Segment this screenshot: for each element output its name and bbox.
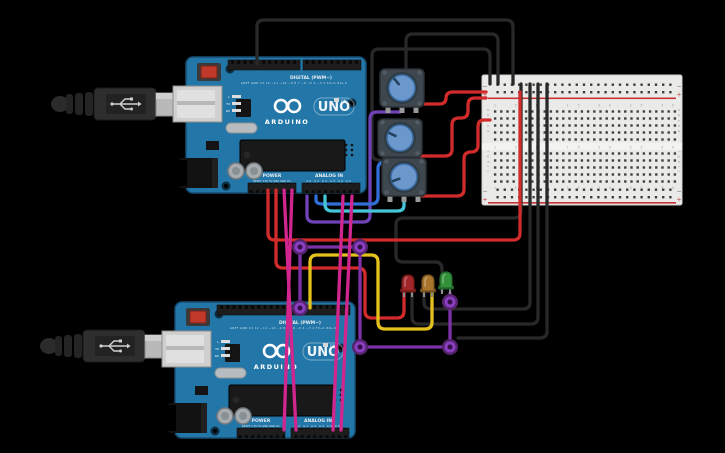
wire-red-led-feed[interactable] <box>274 188 406 320</box>
pot-notch <box>392 77 401 86</box>
wire-junction[interactable] <box>292 239 308 255</box>
potentiometer-3[interactable] <box>381 157 427 202</box>
wire-link-4[interactable] <box>339 194 354 432</box>
svg-text:−: − <box>482 83 487 90</box>
pot-screw <box>417 70 422 75</box>
arduino-uno-2[interactable] <box>160 300 357 440</box>
pot-leg <box>415 196 421 202</box>
wire-rail-drop-3[interactable] <box>410 82 540 326</box>
wires-layer <box>255 18 549 432</box>
pot-screw <box>417 101 422 106</box>
wire-pot2-wiper[interactable] <box>314 160 402 206</box>
pot-screw <box>419 159 424 164</box>
pot-leg <box>387 196 393 202</box>
pot-screw <box>384 190 389 195</box>
wire-rail-drop-2[interactable] <box>422 82 532 311</box>
row-letters-bottom-left: fghij <box>486 151 490 175</box>
terminal-block-top <box>492 108 678 143</box>
pot-screw <box>380 151 385 156</box>
led-body <box>439 271 453 289</box>
wire-junction[interactable] <box>442 294 458 310</box>
pot-leg <box>413 107 419 113</box>
bottom-rail-line <box>488 202 676 204</box>
svg-text:−: − <box>482 188 487 195</box>
terminal-block-bottom <box>492 150 678 185</box>
wire-junction[interactable] <box>442 339 458 355</box>
led-green[interactable] <box>438 271 454 294</box>
wire-gnd-arc-3[interactable] <box>370 47 492 162</box>
pot-screw <box>380 120 385 125</box>
pot-leg <box>385 107 391 113</box>
junctions-layer <box>292 239 458 355</box>
arduino-uno-1[interactable] <box>171 55 368 195</box>
row-letters-top-left: abcde <box>486 109 490 136</box>
wire-gnd-arc-2[interactable] <box>404 32 500 86</box>
pot-knob[interactable] <box>390 163 418 191</box>
svg-text:+: + <box>482 92 487 99</box>
svg-text:+: + <box>482 197 487 204</box>
pot-notch <box>391 177 401 183</box>
pot-leg <box>399 107 405 113</box>
leds-layer <box>400 271 454 297</box>
led-body <box>421 274 435 292</box>
pot-screw <box>419 190 424 195</box>
wire-link-1[interactable] <box>282 188 298 432</box>
led-orange[interactable] <box>420 274 436 297</box>
pot-screw <box>415 120 420 125</box>
wire-pot1-vcc[interactable] <box>418 90 488 106</box>
pot-screw <box>384 159 389 164</box>
wire-link-3[interactable] <box>331 194 345 432</box>
top-rail-line <box>488 97 676 100</box>
rail-markers: − + − + − + − + <box>482 83 681 204</box>
led-highlight <box>424 276 428 287</box>
wire-link-2[interactable] <box>282 188 294 432</box>
pot-screw <box>415 151 420 156</box>
row-letters-bottom-right: fghij <box>677 151 681 175</box>
pot-notch <box>387 131 397 138</box>
wire-pot3-vcc[interactable] <box>420 118 492 198</box>
pot-knob[interactable] <box>386 124 414 152</box>
wire-junction[interactable] <box>352 239 368 255</box>
led-highlight <box>442 273 446 284</box>
wire-rail-drop-4[interactable] <box>456 82 549 340</box>
svg-text:−: − <box>676 83 681 90</box>
potentiometer-1[interactable] <box>379 68 425 113</box>
wire-pot1-wiper[interactable] <box>305 110 402 224</box>
led-highlight <box>404 276 408 287</box>
pot-screw <box>382 70 387 75</box>
wire-gnd-arc-1[interactable] <box>255 18 515 86</box>
pot-knob[interactable] <box>388 74 416 102</box>
wire-pot2-vcc[interactable] <box>416 96 488 158</box>
wire-5v-rail[interactable] <box>266 90 522 242</box>
wire-pot3-wiper[interactable] <box>323 194 406 213</box>
led-body <box>401 274 415 292</box>
row-letters-top-right: abcde <box>677 109 681 136</box>
svg-text:+: + <box>676 197 681 204</box>
svg-text:+: + <box>676 92 681 99</box>
potentiometers-layer <box>377 68 427 202</box>
potentiometer-2[interactable] <box>377 118 423 163</box>
led-red[interactable] <box>400 274 416 297</box>
svg-text:−: − <box>676 188 681 195</box>
breadboard[interactable]: − + − + − + − + abcde abcde fghij fghij … <box>481 74 683 206</box>
pot-screw <box>382 101 387 106</box>
breadboard-channel <box>482 143 682 150</box>
pot-leg <box>401 196 407 202</box>
wire-orange-led-signal[interactable] <box>308 253 434 331</box>
wire-junction[interactable] <box>292 300 308 316</box>
wire-junction[interactable] <box>352 339 368 355</box>
